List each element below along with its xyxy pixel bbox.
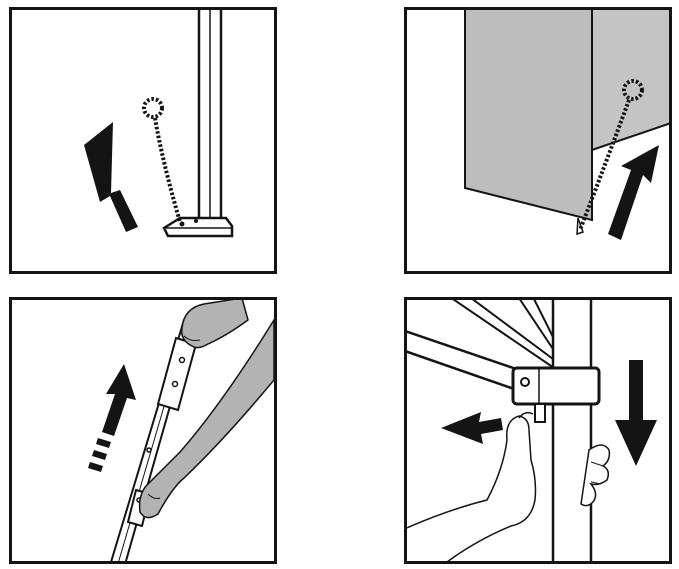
motion-line (96, 438, 111, 448)
finger-line (147, 493, 161, 499)
finger-line (183, 335, 201, 341)
support-rib (407, 330, 521, 392)
step-2-panel (404, 7, 672, 274)
sleeve-pin-hole (171, 380, 179, 388)
motion-line (92, 450, 107, 460)
pressing-hand (407, 415, 537, 561)
upper-hand (180, 300, 249, 349)
bungee-cord (153, 117, 182, 223)
lower-arm-hand (138, 318, 274, 519)
motion-line (88, 462, 103, 472)
base-screw-hole (194, 219, 198, 223)
central-pole (551, 300, 593, 561)
shade-fabric-side (591, 10, 669, 152)
step-3-panel (9, 297, 277, 564)
canopy-strut (472, 300, 558, 363)
sleeve-pin-hole (178, 356, 186, 364)
sleeve-pin-hole (146, 447, 152, 453)
gripping-hand (580, 444, 611, 507)
hub-bolt (520, 377, 530, 387)
step-1-illustration (84, 10, 234, 238)
arrow-up-icon (84, 122, 138, 232)
upper-sleeve (156, 336, 198, 412)
step-4-illustration (407, 300, 657, 561)
bungee-loop (622, 79, 644, 101)
canopy-strut (519, 300, 558, 356)
bungee-loop (142, 97, 164, 119)
finger-line (590, 461, 604, 485)
pole-base-plate (162, 216, 234, 238)
step-4-panel (404, 297, 672, 564)
arrow-right-icon (441, 412, 503, 444)
shade-fabric-front (464, 10, 593, 222)
arrow-up-right-icon (608, 145, 659, 240)
release-latch (534, 403, 546, 423)
thumb-line (518, 411, 534, 419)
step-1-panel (9, 7, 277, 274)
step-2-illustration (464, 10, 669, 240)
bungee-cord (578, 99, 631, 231)
sliding-hub (511, 366, 601, 406)
base-screw-hole (179, 221, 185, 227)
step-3-illustration (88, 300, 274, 561)
arrow-down-icon (615, 360, 657, 466)
canopy-strut (452, 300, 558, 371)
arrow-up-right-icon (102, 364, 136, 436)
